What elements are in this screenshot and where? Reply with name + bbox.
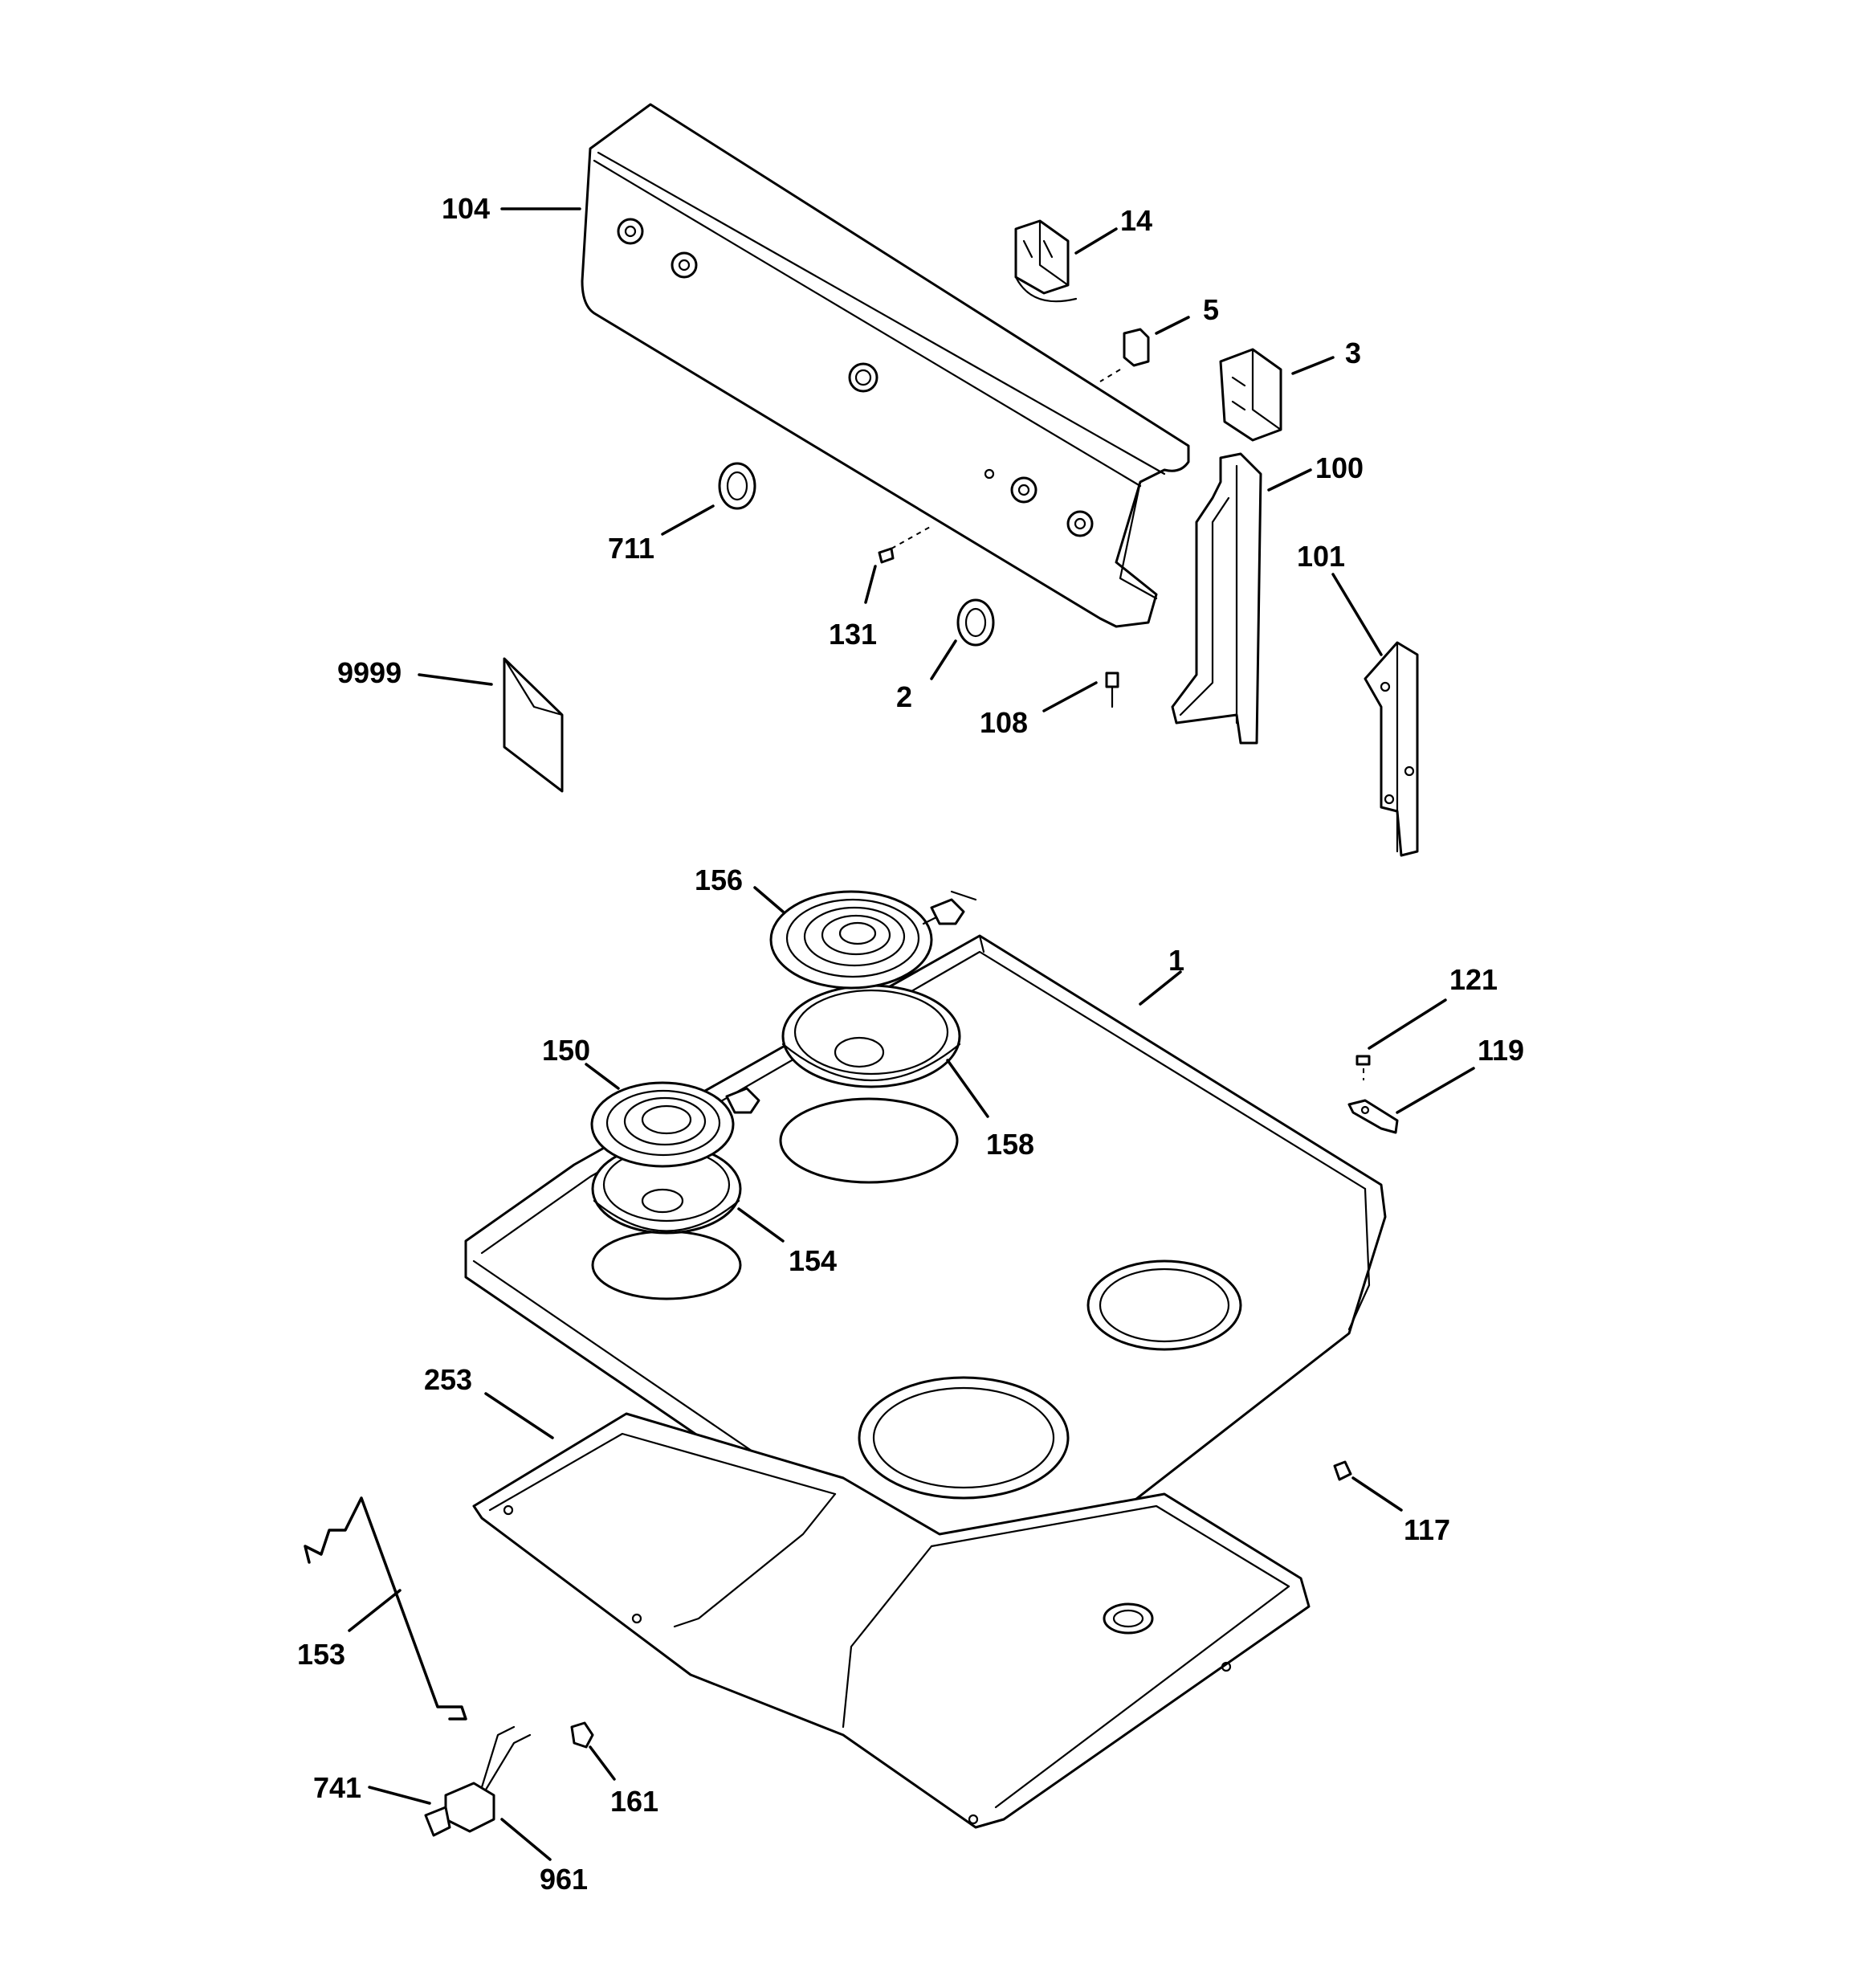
callout-121: 121 [1449, 963, 1498, 996]
callout-labels: 104 14 5 3 100 101 711 131 2 108 9999 15… [297, 192, 1524, 1896]
bracket-part-119 [1347, 1099, 1399, 1134]
surface-element-large-156 [769, 890, 977, 990]
screw-part-108 [1105, 672, 1119, 708]
knob-part-2 [956, 598, 995, 647]
surface-element-small-150 [590, 1081, 760, 1168]
callout-3: 3 [1345, 337, 1361, 369]
clip-part-117 [1333, 1460, 1352, 1481]
callout-961: 961 [540, 1863, 588, 1896]
end-cap-part-100 [1171, 452, 1262, 745]
callout-2: 2 [896, 680, 912, 713]
callout-741: 741 [313, 1771, 361, 1804]
callout-153: 153 [297, 1638, 345, 1671]
callout-9999: 9999 [337, 656, 402, 689]
callout-108: 108 [980, 706, 1028, 739]
callout-5: 5 [1203, 293, 1219, 326]
control-panel-backsplash [581, 103, 1190, 628]
switch-part-3 [1219, 348, 1282, 442]
clip-part-161 [570, 1721, 594, 1749]
callout-104: 104 [442, 192, 490, 225]
callout-150: 150 [542, 1034, 590, 1067]
callout-158: 158 [986, 1128, 1034, 1161]
callout-14: 14 [1120, 204, 1152, 237]
callout-1: 1 [1168, 944, 1184, 977]
callout-156: 156 [695, 863, 743, 896]
switch-part-741 [424, 1725, 532, 1837]
burner-box-part-253 [472, 1412, 1311, 1829]
callout-119: 119 [1478, 1034, 1524, 1067]
callout-101: 101 [1297, 540, 1345, 573]
callout-154: 154 [789, 1244, 837, 1277]
leader-lines [348, 207, 1475, 1861]
literature-envelope-9999 [503, 657, 564, 793]
callout-117: 117 [1404, 1513, 1450, 1546]
callout-253: 253 [424, 1363, 472, 1396]
knob-part-711 [718, 462, 756, 510]
callout-711: 711 [608, 532, 654, 565]
screw-part-131 [878, 525, 932, 564]
callout-161: 161 [610, 1785, 658, 1818]
rod-part-153 [304, 1496, 467, 1721]
switch-part-14 [1014, 219, 1078, 303]
callout-100: 100 [1315, 451, 1364, 484]
drip-pan-large-158 [781, 984, 961, 1088]
screw-part-121 [1355, 1055, 1371, 1080]
bracket-part-101 [1364, 641, 1419, 857]
switch-part-5 [1099, 328, 1150, 382]
callout-131: 131 [829, 618, 877, 651]
